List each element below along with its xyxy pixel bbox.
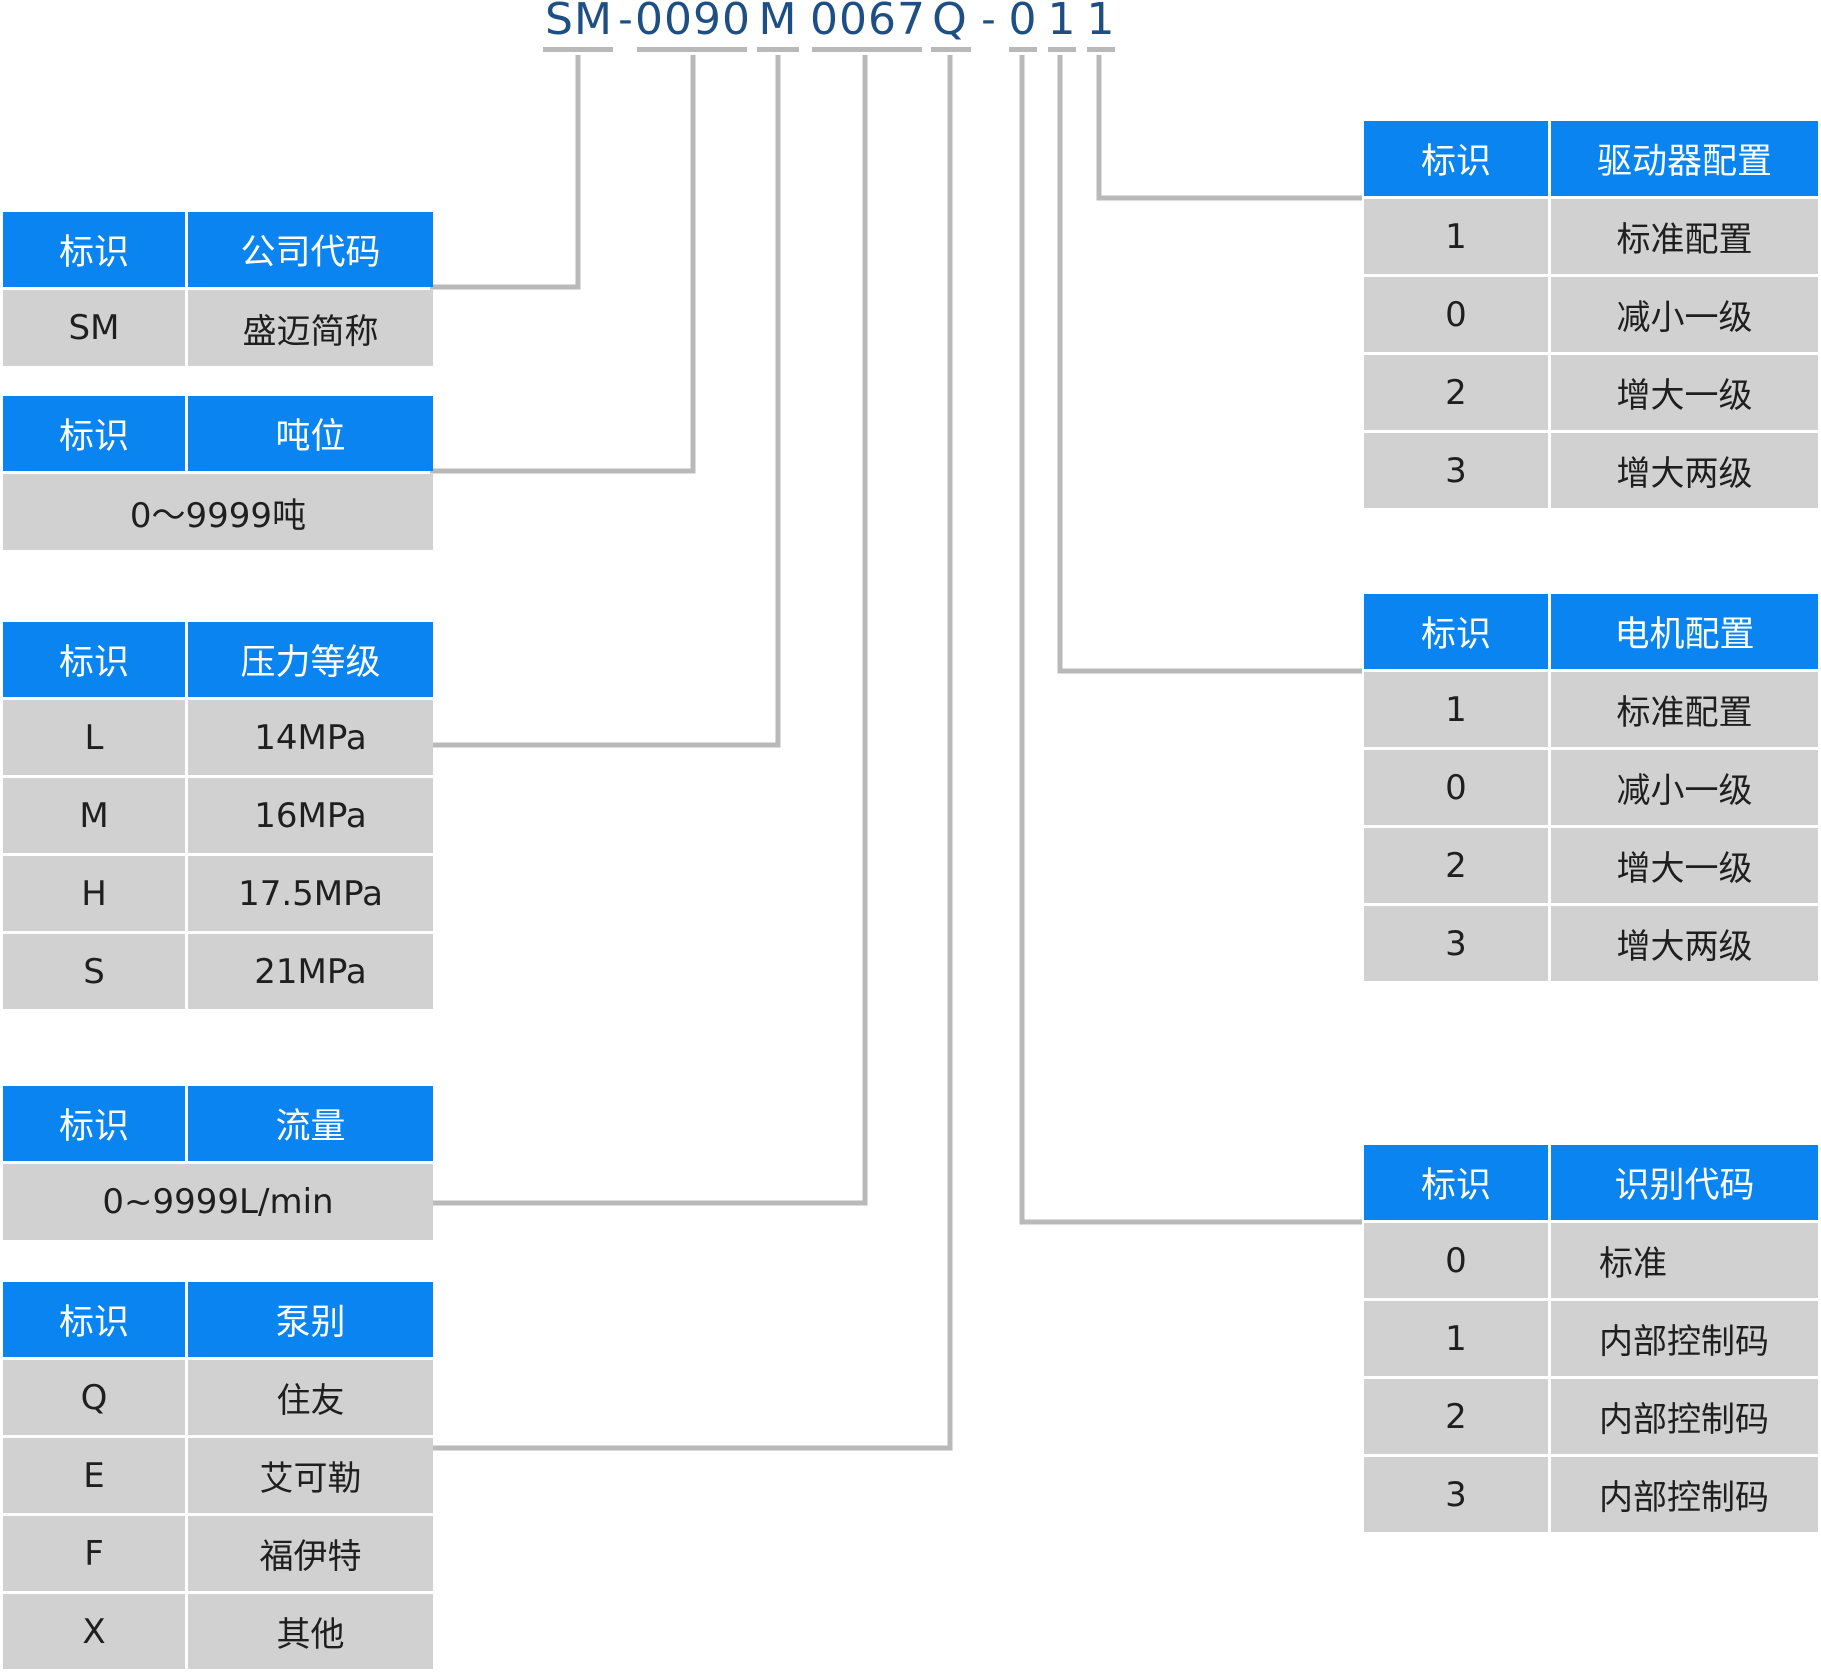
code-segment-pressure: M <box>758 0 798 45</box>
connector-driver <box>1096 55 1362 201</box>
code-underline <box>543 47 613 52</box>
table-cell-id: X <box>3 1594 185 1669</box>
table-cell-id: 3 <box>1364 433 1548 508</box>
table-header-label: 公司代码 <box>188 212 433 287</box>
flow-table: 标识 流量 0~9999L/min <box>3 1086 433 1240</box>
code-underline <box>1087 47 1115 52</box>
table-cell-id: 2 <box>1364 1379 1548 1454</box>
table-cell-value: 内部控制码 <box>1551 1301 1818 1376</box>
table-cell-value: 16MPa <box>188 778 433 853</box>
table-cell-value: 内部控制码 <box>1551 1457 1818 1532</box>
table-header-id: 标识 <box>1364 121 1548 196</box>
table-cell-id: 2 <box>1364 355 1548 430</box>
table-cell-value: 增大两级 <box>1551 906 1818 981</box>
table-cell-value: 0~9999L/min <box>3 1164 433 1240</box>
connector-idcode <box>1019 55 1362 1225</box>
code-segment-pump: Q <box>932 0 968 45</box>
connector-tonnage <box>430 55 696 474</box>
table-cell-value: 减小一级 <box>1551 277 1818 352</box>
code-segment-tonnage: 0090 <box>635 0 751 45</box>
table-cell-value: 增大一级 <box>1551 355 1818 430</box>
table-cell-id: 0 <box>1364 750 1548 825</box>
pump-type-table: 标识 泵别 Q 住友 E 艾可勒 F 福伊特 X 其他 <box>3 1282 433 1669</box>
table-cell-value: 住友 <box>188 1360 433 1435</box>
company-code-table: 标识 公司代码 SM 盛迈简称 <box>3 212 433 366</box>
table-cell-id: 0 <box>1364 1223 1548 1298</box>
connector-pump <box>430 55 953 1451</box>
code-segment-flow: 0067 <box>810 0 926 45</box>
table-cell-value: 艾可勒 <box>188 1438 433 1513</box>
table-cell-value: 内部控制码 <box>1551 1379 1818 1454</box>
code-underline <box>1009 47 1037 52</box>
table-header-label: 流量 <box>188 1086 433 1161</box>
code-segment-motor: 1 <box>1047 0 1077 45</box>
table-cell-id: E <box>3 1438 185 1513</box>
code-underline <box>757 47 799 52</box>
table-cell-value: 21MPa <box>188 934 433 1009</box>
code-segment-company: SM <box>545 0 613 45</box>
table-cell-id: S <box>3 934 185 1009</box>
table-header-label: 识别代码 <box>1551 1145 1818 1220</box>
code-underline <box>1048 47 1076 52</box>
connector-flow <box>430 55 868 1206</box>
driver-config-table: 标识 驱动器配置 1 标准配置 0 减小一级 2 增大一级 3 增大两级 <box>1364 121 1818 508</box>
table-header-id: 标识 <box>3 1086 185 1161</box>
table-cell-value: 其他 <box>188 1594 433 1669</box>
table-header-id: 标识 <box>3 622 185 697</box>
connector-company <box>430 55 581 290</box>
table-cell-value: 标准配置 <box>1551 199 1818 274</box>
table-header-label: 电机配置 <box>1551 594 1818 669</box>
table-cell-value: 增大两级 <box>1551 433 1818 508</box>
table-header-id: 标识 <box>3 212 185 287</box>
code-underline <box>931 47 971 52</box>
table-cell-value: 增大一级 <box>1551 828 1818 903</box>
motor-config-table: 标识 电机配置 1 标准配置 0 减小一级 2 增大一级 3 增大两级 <box>1364 594 1818 981</box>
table-cell-value: 标准配置 <box>1551 672 1818 747</box>
table-header-id: 标识 <box>3 396 185 471</box>
table-cell-value: 减小一级 <box>1551 750 1818 825</box>
table-cell-id: 0 <box>1364 277 1548 352</box>
tonnage-table: 标识 吨位 0～9999吨 <box>3 396 433 550</box>
table-cell-id: 3 <box>1364 906 1548 981</box>
table-cell-id: Q <box>3 1360 185 1435</box>
table-cell-value: 标准 <box>1551 1223 1818 1298</box>
table-cell-id: H <box>3 856 185 931</box>
table-cell-value: 14MPa <box>188 700 433 775</box>
table-header-label: 吨位 <box>188 396 433 471</box>
id-code-table: 标识 识别代码 0 标准 1 内部控制码 2 内部控制码 3 内部控制码 <box>1364 1145 1818 1532</box>
table-cell-value: 福伊特 <box>188 1516 433 1591</box>
table-header-id: 标识 <box>3 1282 185 1357</box>
table-cell-id: L <box>3 700 185 775</box>
connector-motor <box>1057 55 1362 674</box>
table-header-id: 标识 <box>1364 1145 1548 1220</box>
table-cell-id: 1 <box>1364 199 1548 274</box>
table-cell-value: 盛迈简称 <box>188 290 433 366</box>
table-cell-id: 2 <box>1364 828 1548 903</box>
table-cell-value: 0～9999吨 <box>3 474 433 550</box>
table-cell-id: M <box>3 778 185 853</box>
table-header-label: 驱动器配置 <box>1551 121 1818 196</box>
code-segment-driver: 1 <box>1086 0 1116 45</box>
table-cell-id: 3 <box>1364 1457 1548 1532</box>
table-cell-id: 1 <box>1364 672 1548 747</box>
code-separator: - <box>618 0 634 43</box>
table-cell-value: 17.5MPa <box>188 856 433 931</box>
connector-pressure <box>430 55 781 748</box>
code-segment-idcode: 0 <box>1008 0 1038 45</box>
table-cell-id: F <box>3 1516 185 1591</box>
table-header-label: 压力等级 <box>188 622 433 697</box>
table-cell-id: SM <box>3 290 185 366</box>
code-separator: - <box>981 0 997 43</box>
table-cell-id: 1 <box>1364 1301 1548 1376</box>
code-underline <box>637 47 747 52</box>
code-underline <box>812 47 922 52</box>
table-header-label: 泵别 <box>188 1282 433 1357</box>
pressure-level-table: 标识 压力等级 L 14MPa M 16MPa H 17.5MPa S 21MP… <box>3 622 433 1009</box>
table-header-id: 标识 <box>1364 594 1548 669</box>
